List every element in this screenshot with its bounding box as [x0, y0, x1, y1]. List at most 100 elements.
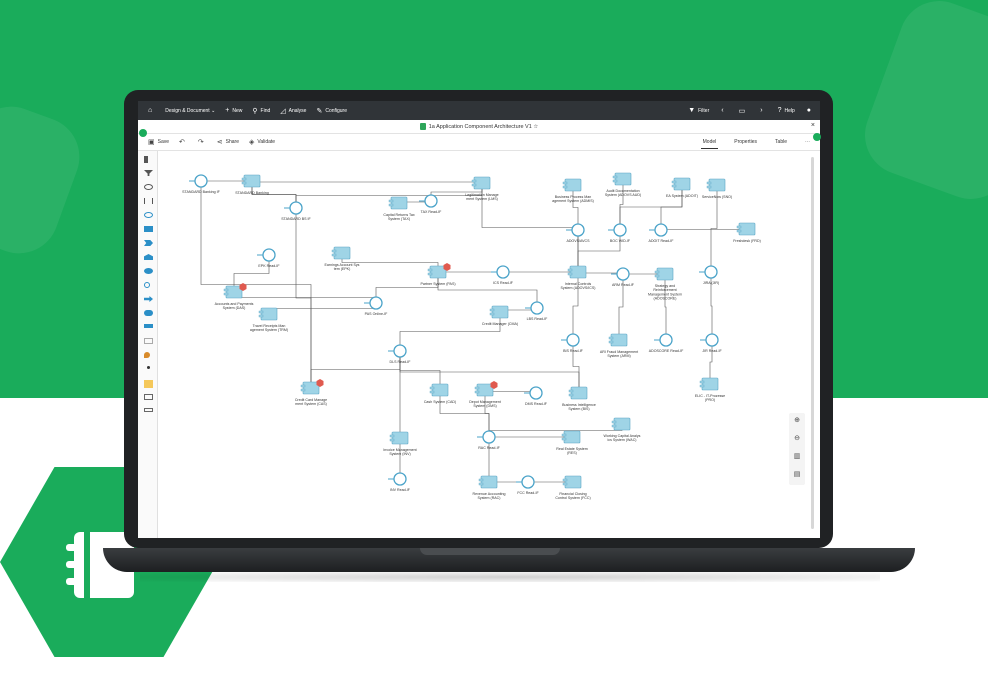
interface-node[interactable]: BIS Read-IF — [561, 333, 584, 353]
more-menu-icon[interactable]: ⋯ — [805, 139, 810, 145]
resize-tool-icon[interactable] — [144, 198, 153, 204]
warning-icon[interactable] — [443, 263, 451, 271]
component-node[interactable]: Partner System (PAS) — [420, 263, 456, 286]
fit-view-icon[interactable]: ▥ — [793, 453, 801, 460]
redo-button[interactable]: ↷ — [198, 138, 207, 146]
pentagon-shape-icon[interactable] — [144, 254, 153, 260]
component-node[interactable]: Cash System (CAD) — [424, 383, 456, 404]
menu-help[interactable]: ?Help — [778, 107, 795, 114]
connection-line[interactable] — [488, 423, 624, 437]
save-button[interactable]: ▣Save — [148, 138, 169, 146]
connection-line[interactable] — [398, 312, 501, 352]
connection-line[interactable] — [710, 184, 719, 272]
warning-icon[interactable] — [316, 379, 324, 387]
interface-node[interactable]: ICS Read-IF — [491, 265, 514, 285]
close-icon[interactable]: × — [810, 122, 815, 129]
group-shape-icon[interactable] — [144, 394, 153, 400]
interface-shape-icon[interactable] — [144, 212, 153, 218]
folder-shape-icon[interactable] — [144, 338, 153, 344]
menu-new[interactable]: +New — [225, 107, 242, 114]
component-node[interactable]: STANDARD Banking — [235, 174, 269, 195]
interface-node[interactable]: ARM Read-IF — [611, 267, 635, 287]
circle-shape-icon[interactable] — [144, 268, 153, 274]
interface-node[interactable]: JIRA (JIR) — [699, 265, 719, 285]
menu-analyse[interactable]: ◿Analyse — [280, 107, 306, 115]
connection-line[interactable] — [572, 185, 580, 231]
menu-find[interactable]: ⚲Find — [252, 107, 270, 115]
bar-shape-icon[interactable] — [144, 324, 153, 328]
warning-icon[interactable] — [239, 283, 247, 291]
filter-tool-icon[interactable] — [144, 170, 153, 176]
interface-node[interactable]: STANDARD Banking IF — [182, 174, 221, 194]
component-node[interactable]: ServiceNow (SNO) — [702, 178, 732, 199]
menu-user[interactable]: ● — [807, 107, 814, 114]
interface-node[interactable]: JIR Read-IF — [700, 333, 722, 353]
component-node[interactable]: Freshdesk (FRD) — [733, 222, 761, 243]
connection-line[interactable] — [439, 390, 491, 438]
right-panel-toggle[interactable] — [813, 133, 821, 141]
connection-line[interactable] — [660, 183, 684, 230]
connection-line[interactable] — [309, 351, 401, 389]
interface-node[interactable]: ADOVS/AVCS — [566, 223, 590, 243]
connection-line[interactable] — [660, 228, 749, 232]
connection-line[interactable] — [436, 271, 538, 308]
export-icon[interactable]: ▤ — [793, 471, 801, 478]
menu-back[interactable]: ‹ — [721, 107, 726, 114]
menu-filter[interactable]: ▼Filter — [688, 107, 709, 114]
menu-forward[interactable]: › — [760, 107, 765, 114]
connection-line[interactable] — [710, 272, 714, 341]
connection-line[interactable] — [232, 255, 270, 293]
capsule-shape-icon[interactable] — [144, 310, 153, 316]
interface-node[interactable]: DLS Read-IF — [388, 344, 411, 364]
connection-line[interactable] — [375, 271, 440, 303]
container-shape-icon[interactable] — [144, 408, 153, 412]
component-node[interactable]: EA System (ADOIT) — [666, 177, 698, 198]
pin-shape-icon[interactable] — [144, 352, 150, 358]
connection-line[interactable] — [571, 339, 580, 393]
connection-line[interactable] — [708, 340, 713, 385]
interface-node[interactable]: PAS Online-IF — [364, 296, 388, 316]
undo-button[interactable]: ↶ — [179, 138, 188, 146]
connection-line[interactable] — [233, 292, 378, 304]
connection-line[interactable] — [268, 302, 378, 314]
component-node[interactable]: Real Estate System(RES) — [556, 430, 588, 455]
zoom-out-icon[interactable]: ⊖ — [794, 435, 800, 442]
interface-node[interactable]: INV Read-IF — [388, 472, 411, 492]
connection-line[interactable] — [572, 271, 580, 340]
dot-shape-icon[interactable] — [147, 366, 150, 369]
arrow-shape-icon[interactable] — [144, 240, 153, 246]
connection-line[interactable] — [619, 178, 625, 230]
connection-line[interactable] — [295, 208, 313, 389]
component-node[interactable]: Credit Manager (CMA) — [482, 305, 518, 326]
lollipop-shape-icon[interactable] — [144, 282, 150, 288]
interface-node[interactable]: ADOSCORE Read-IF — [649, 333, 684, 353]
menu-window[interactable]: ▭ — [739, 107, 749, 115]
menu-home[interactable]: ⌂ — [148, 107, 155, 114]
validate-button[interactable]: ◈Validate — [249, 138, 275, 146]
interface-node[interactable]: RAC Read-IF — [477, 430, 501, 450]
interface-node[interactable]: DMS Read-IF — [524, 386, 548, 406]
interface-node[interactable]: TAX Read-IF — [419, 194, 442, 214]
tab-table[interactable]: Table — [775, 139, 787, 145]
interface-node[interactable]: FCC Read-IF — [516, 475, 539, 495]
component-node[interactable]: ELIC - IT-Prozesse(PRO) — [695, 377, 725, 402]
interface-node[interactable]: LBS Read-IF — [525, 301, 548, 321]
left-panel-toggle[interactable] — [139, 129, 147, 137]
flow-arrow-icon[interactable] — [144, 296, 153, 302]
